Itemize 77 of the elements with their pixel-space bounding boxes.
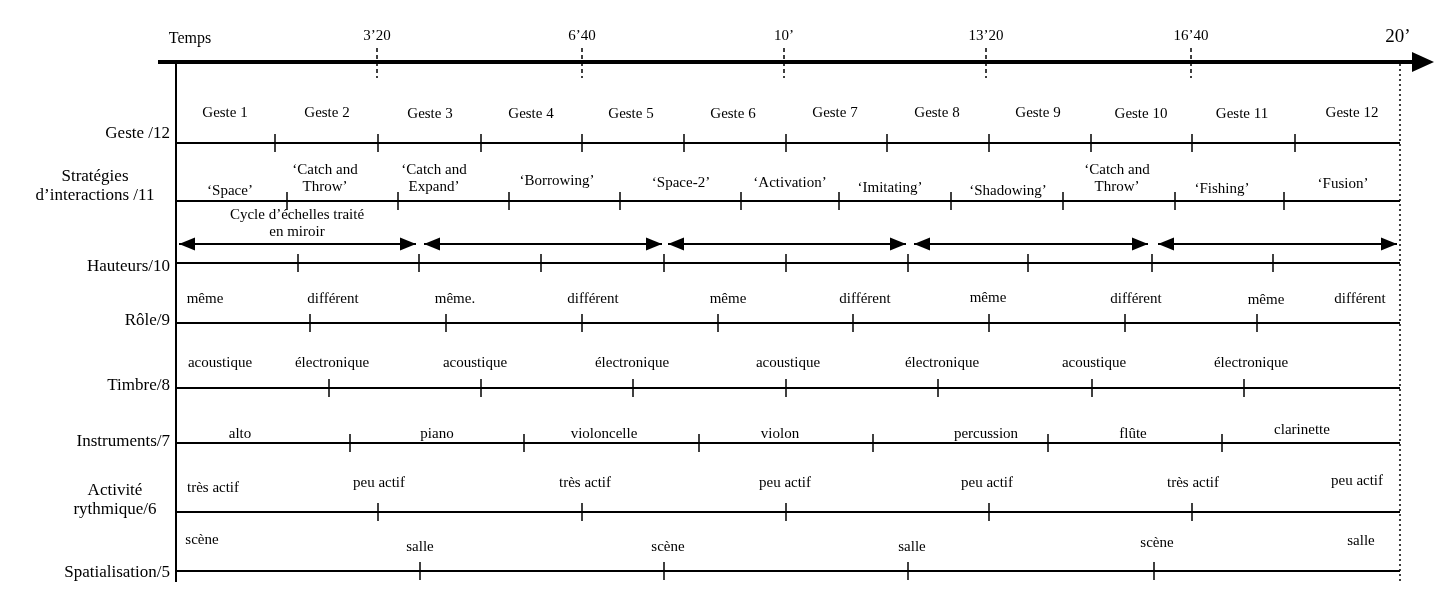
row-label: Geste /12: [105, 123, 170, 143]
row-label: Spatialisation/5: [64, 562, 170, 582]
segment-label: même.: [434, 289, 476, 307]
segment-label: ‘Catch and Expand’: [400, 160, 468, 194]
segment-label: Geste 1: [202, 103, 248, 121]
axis-title: Temps: [168, 29, 212, 47]
segment-label: acoustique: [755, 353, 821, 371]
segment-label: peu actif: [960, 473, 1014, 491]
segment-label: clarinette: [1274, 420, 1330, 438]
time-label: 10’: [774, 26, 794, 44]
time-label: 13’20: [968, 26, 1004, 44]
segment-label: ‘Catch and Throw’: [1083, 160, 1151, 194]
segment-label: différent: [567, 289, 619, 307]
segment-label: Geste 6: [710, 104, 756, 122]
row-label: Hauteurs/10: [86, 256, 170, 276]
segment-label: ‘Fishing’: [1194, 179, 1250, 197]
time-label: 20’: [1385, 25, 1411, 47]
segment-label: salle: [406, 537, 434, 555]
segment-label: peu actif: [1330, 471, 1384, 489]
segment-label: Geste 11: [1215, 104, 1269, 122]
segment-label: scène: [185, 530, 219, 548]
row-label: Instruments/7: [76, 431, 170, 451]
segment-label: violon: [760, 424, 800, 442]
time-label: 6’40: [568, 26, 596, 44]
segment-label: alto: [228, 424, 252, 442]
segment-label: différent: [1110, 289, 1162, 307]
row-label: Timbre/8: [107, 375, 170, 395]
segment-label: peu actif: [352, 473, 406, 491]
segment-label: différent: [1334, 289, 1386, 307]
segment-label: ‘Shadowing’: [969, 181, 1047, 199]
segment-label: peu actif: [758, 473, 812, 491]
segment-label: électronique: [594, 353, 670, 371]
segment-label: ‘Activation’: [753, 173, 827, 191]
segment-label: Geste 8: [914, 103, 960, 121]
segment-label: ‘Space-2’: [651, 173, 711, 191]
segment-label: électronique: [1213, 353, 1289, 371]
segment-label: différent: [307, 289, 359, 307]
segment-label: Geste 12: [1325, 103, 1379, 121]
segment-label: Geste 4: [508, 104, 554, 122]
segment-label: scène: [1140, 533, 1174, 551]
time-label: 3’20: [363, 26, 391, 44]
segment-label: Geste 5: [608, 104, 654, 122]
segment-label: ‘Fusion’: [1317, 174, 1369, 192]
segment-label: violoncelle: [570, 424, 638, 442]
segment-label: très actif: [558, 473, 612, 491]
segment-label: salle: [898, 537, 926, 555]
segment-label: ‘Imitating’: [857, 178, 923, 196]
segment-label: même: [186, 289, 224, 307]
segment-label: Geste 7: [812, 103, 858, 121]
segment-label: Cycle d’échelles traité en miroir: [228, 205, 366, 239]
segment-label: même: [1247, 290, 1285, 308]
segment-label: différent: [839, 289, 891, 307]
segment-label: piano: [420, 424, 454, 442]
segment-label: Geste 3: [407, 104, 453, 122]
row-label: Rôle/9: [124, 310, 170, 330]
segment-label: acoustique: [442, 353, 508, 371]
row-label: Activité rythmique/6: [72, 481, 158, 519]
segment-label: ‘Space’: [207, 181, 253, 199]
segment-label: acoustique: [187, 353, 253, 371]
segment-label: salle: [1347, 531, 1375, 549]
segment-label: très actif: [1166, 473, 1220, 491]
segment-label: Geste 10: [1114, 104, 1168, 122]
segment-label: électronique: [904, 353, 980, 371]
segment-label: même: [709, 289, 747, 307]
segment-label: Geste 9: [1015, 103, 1061, 121]
segment-label: ‘Borrowing’: [519, 171, 595, 189]
time-label: 16’40: [1173, 26, 1209, 44]
row-label: Stratégies d’interactions /11: [34, 167, 156, 205]
segment-label: percussion: [953, 424, 1019, 442]
segment-label: très actif: [186, 478, 240, 496]
segment-label: acoustique: [1061, 353, 1127, 371]
segment-label: Geste 2: [304, 103, 350, 121]
segment-label: scène: [651, 537, 685, 555]
segment-label: ‘Catch and Throw’: [291, 160, 359, 194]
segment-label: flûte: [1119, 424, 1147, 442]
segment-label: même: [969, 288, 1007, 306]
segment-label: électronique: [294, 353, 370, 371]
